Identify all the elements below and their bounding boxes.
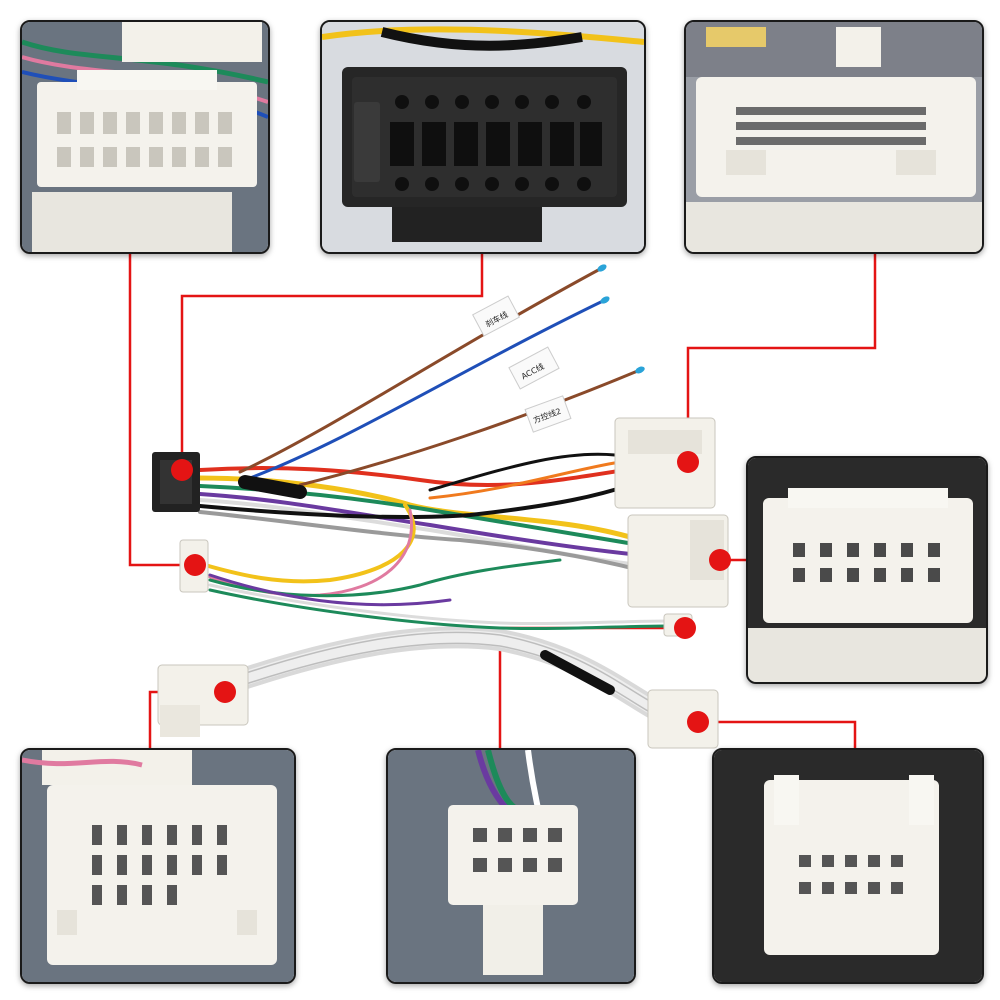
- marker-dot-bottom-left-connector: [214, 681, 236, 703]
- connector-photo-icon: [22, 750, 294, 982]
- wire-tag-1-text: 刹车线: [484, 309, 510, 329]
- wire-tag-2-text: ACC线: [519, 361, 545, 381]
- connector-photo-icon: [22, 22, 268, 252]
- marker-dot-small-2pin-plug: [674, 617, 696, 639]
- leader-line-top-right: [686, 252, 877, 462]
- wire-tag-3-text: 方控线2: [532, 406, 563, 425]
- connector-photo-icon: [388, 750, 634, 982]
- marker-dot-upper-right-connector: [677, 451, 699, 473]
- connector-photo-icon: [714, 750, 982, 982]
- white-24pin-connector-closeup: [20, 20, 270, 254]
- connector-photo-icon: [686, 22, 982, 252]
- marker-dot-black-plug: [171, 459, 193, 481]
- white-connector-bottom-right: [647, 689, 719, 749]
- marker-dot-bottom-right-connector: [687, 711, 709, 733]
- leader-line-top-left: [128, 252, 195, 567]
- wire-tag-1: [472, 295, 520, 337]
- white-16pin-connector-closeup: [20, 748, 296, 984]
- marker-dot-middle-right-connector: [709, 549, 731, 571]
- white-connector-middle-right: [627, 514, 729, 608]
- white-multipin-car-plug-closeup: [684, 20, 984, 254]
- white-connector-upper-right: [614, 417, 716, 509]
- wire-tag-3: [524, 395, 572, 433]
- leader-line-bottom-right: [698, 720, 857, 748]
- wire-tag-2: [508, 346, 560, 390]
- leader-line-top-center: [180, 252, 484, 470]
- black-16pin-head-unit-plug-closeup: [320, 20, 646, 254]
- white-12pin-connector-closeup: [746, 456, 988, 684]
- white-8pin-connector-closeup: [386, 748, 636, 984]
- marker-dot-small-left-plug: [184, 554, 206, 576]
- connector-photo-icon: [322, 22, 644, 252]
- connector-photo-icon: [748, 458, 986, 682]
- white-10pin-connector-closeup: [712, 748, 984, 984]
- white-connector-bottom-left: [157, 664, 249, 737]
